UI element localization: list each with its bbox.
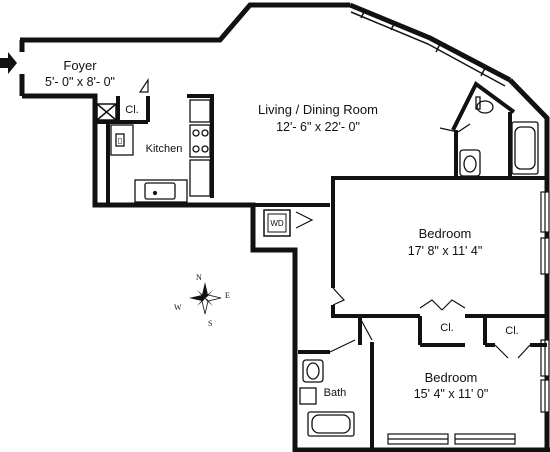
compass-rose: [189, 282, 222, 315]
kitchen-name: Kitchen: [146, 143, 183, 155]
bay-wall: [349, 2, 550, 190]
bedroom1-size: 17' 8" x 11' 4": [408, 244, 483, 258]
entry-arrow: [0, 52, 17, 74]
washer-dryer: [263, 209, 291, 237]
foyer-closet-box: [96, 103, 117, 121]
bedroom2-size: 15' 4" x 11' 0": [414, 387, 489, 401]
foyer-closet-door: [138, 78, 149, 93]
kitchen-fixtures: [110, 99, 211, 203]
bedroom2-name: Bedroom: [425, 370, 478, 385]
exterior-walls: [19, 2, 550, 452]
foyer-size: 5'- 0" x 8'- 0": [45, 75, 115, 89]
bath-name: Bath: [324, 387, 347, 399]
washer-dryer-label: WD: [270, 219, 284, 228]
closet-label-bedroom2: Cl.: [505, 325, 518, 337]
foyer-name: Foyer: [63, 58, 97, 73]
compass-s: S: [208, 319, 212, 328]
compass-n: N: [196, 273, 202, 282]
closet-label-foyer: Cl.: [125, 104, 138, 116]
living-name: Living / Dining Room: [258, 102, 378, 117]
upper-bath-fixtures: [439, 96, 539, 177]
wd-door: [295, 211, 314, 229]
living-size: 12'- 6" x 22'- 0": [276, 120, 360, 134]
interior-walls: [95, 80, 547, 450]
lower-bath-fixtures: [299, 359, 355, 437]
closet-label-bedroom1: Cl.: [440, 322, 453, 334]
kitchen-appliance-glyph: ▯: [118, 136, 122, 145]
bottom-windows: [387, 433, 516, 445]
compass-w: W: [174, 303, 182, 312]
compass-e: E: [225, 291, 230, 300]
bedroom1-name: Bedroom: [419, 226, 472, 241]
door-swings: [329, 287, 531, 359]
